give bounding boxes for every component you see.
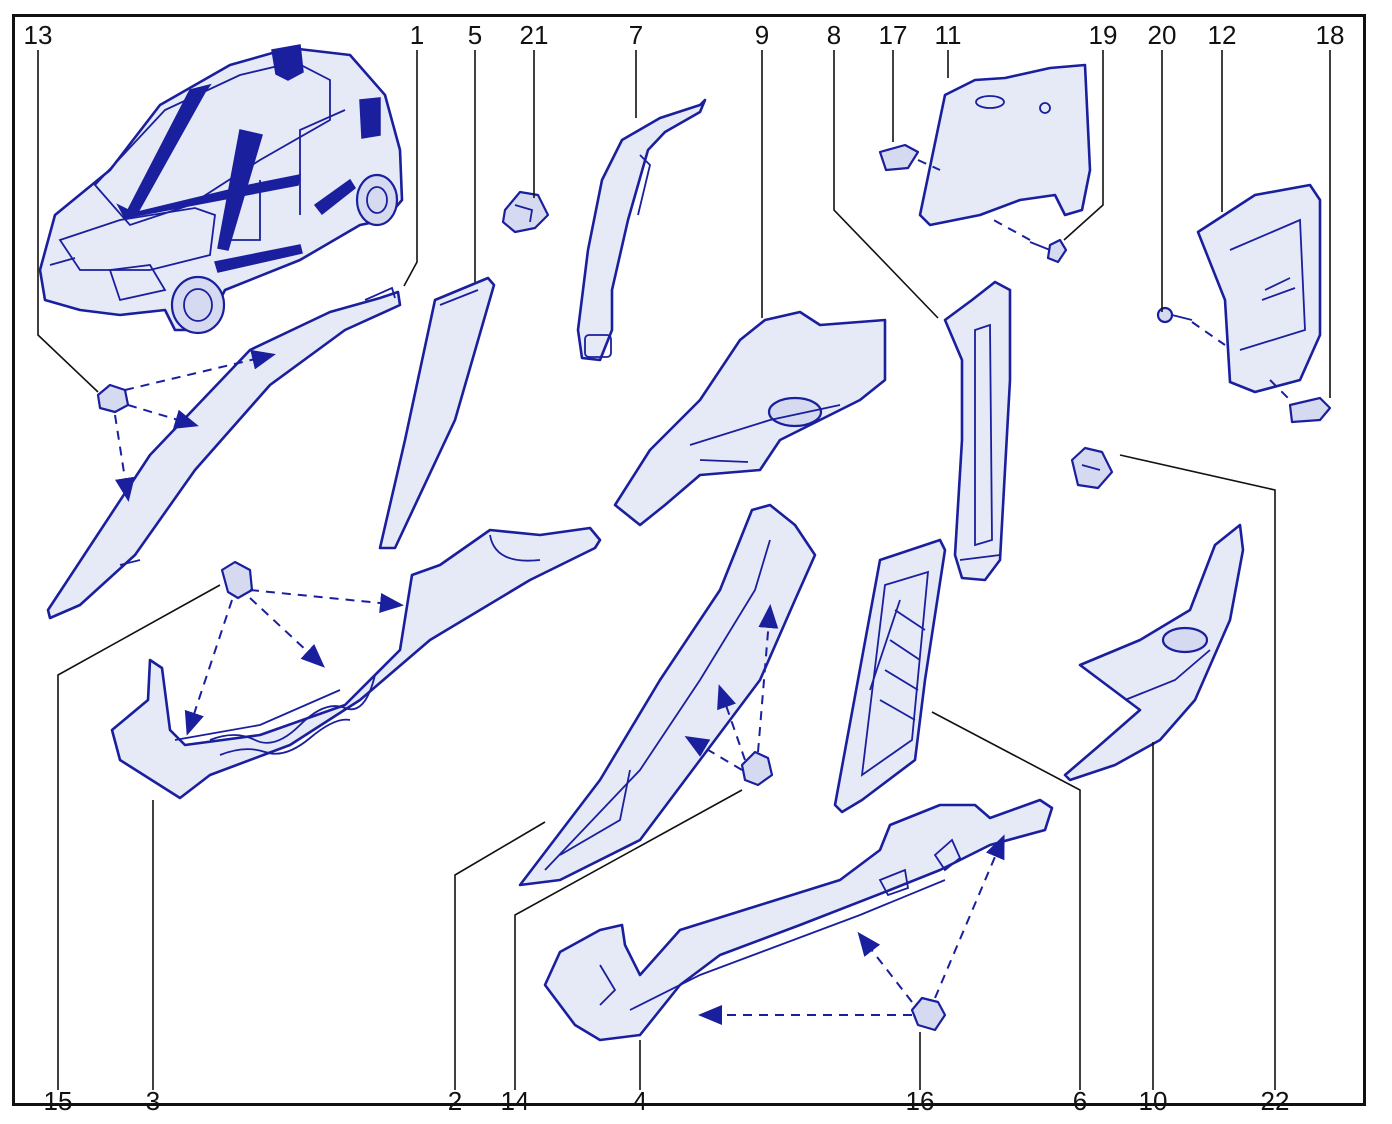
part-8-pillar-lower-trim [943, 280, 1012, 582]
part-5-pillar-cover [378, 276, 496, 550]
part-1-front-pillar-trim [46, 286, 402, 620]
vehicle-overview [38, 44, 404, 335]
callout-16: 16 [906, 1086, 935, 1116]
leader-lines [37, 50, 1331, 1090]
callout-15: 15 [44, 1086, 73, 1116]
callout-3: 3 [146, 1086, 160, 1116]
callout-22: 22 [1261, 1086, 1290, 1116]
callout-7: 7 [629, 20, 643, 50]
callout-10: 10 [1139, 1086, 1168, 1116]
callout-9: 9 [755, 20, 769, 50]
callout-labels: 13 1 5 21 7 9 8 17 11 19 20 12 18 15 3 2… [24, 20, 1345, 1116]
part-2-pillar-lower-cover [518, 503, 817, 887]
callout-21: 21 [520, 20, 549, 50]
callout-18: 18 [1316, 20, 1345, 50]
callout-20: 20 [1148, 20, 1177, 50]
callout-11: 11 [935, 20, 962, 50]
part-10-rear-lower-trim [1063, 523, 1245, 782]
part-9-quarter-trim [613, 310, 887, 527]
callout-6: 6 [1073, 1086, 1087, 1116]
part-11-upper-rear-trim [878, 63, 1092, 264]
callout-1: 1 [410, 20, 424, 50]
callout-14: 14 [501, 1086, 530, 1116]
part-4-rear-sill-trim [543, 798, 1054, 1042]
callout-19: 19 [1089, 20, 1118, 50]
callout-2: 2 [448, 1086, 462, 1116]
callout-5: 5 [468, 20, 482, 50]
callout-17: 17 [879, 20, 908, 50]
part-7-upper-pillar-trim [576, 98, 707, 362]
part-3-front-sill-trim [110, 526, 602, 800]
callout-12: 12 [1208, 20, 1237, 50]
part-13-clip [96, 349, 276, 502]
part-12-rear-pillar-trim [1156, 183, 1332, 424]
callout-13: 13 [24, 20, 53, 50]
part-22-clip [1070, 446, 1114, 490]
part-21-clip [501, 190, 550, 234]
callout-4: 4 [633, 1086, 647, 1116]
diagram-frame [12, 14, 1366, 1106]
part-6-lower-pillar-trim [833, 538, 947, 814]
callout-8: 8 [827, 20, 841, 50]
